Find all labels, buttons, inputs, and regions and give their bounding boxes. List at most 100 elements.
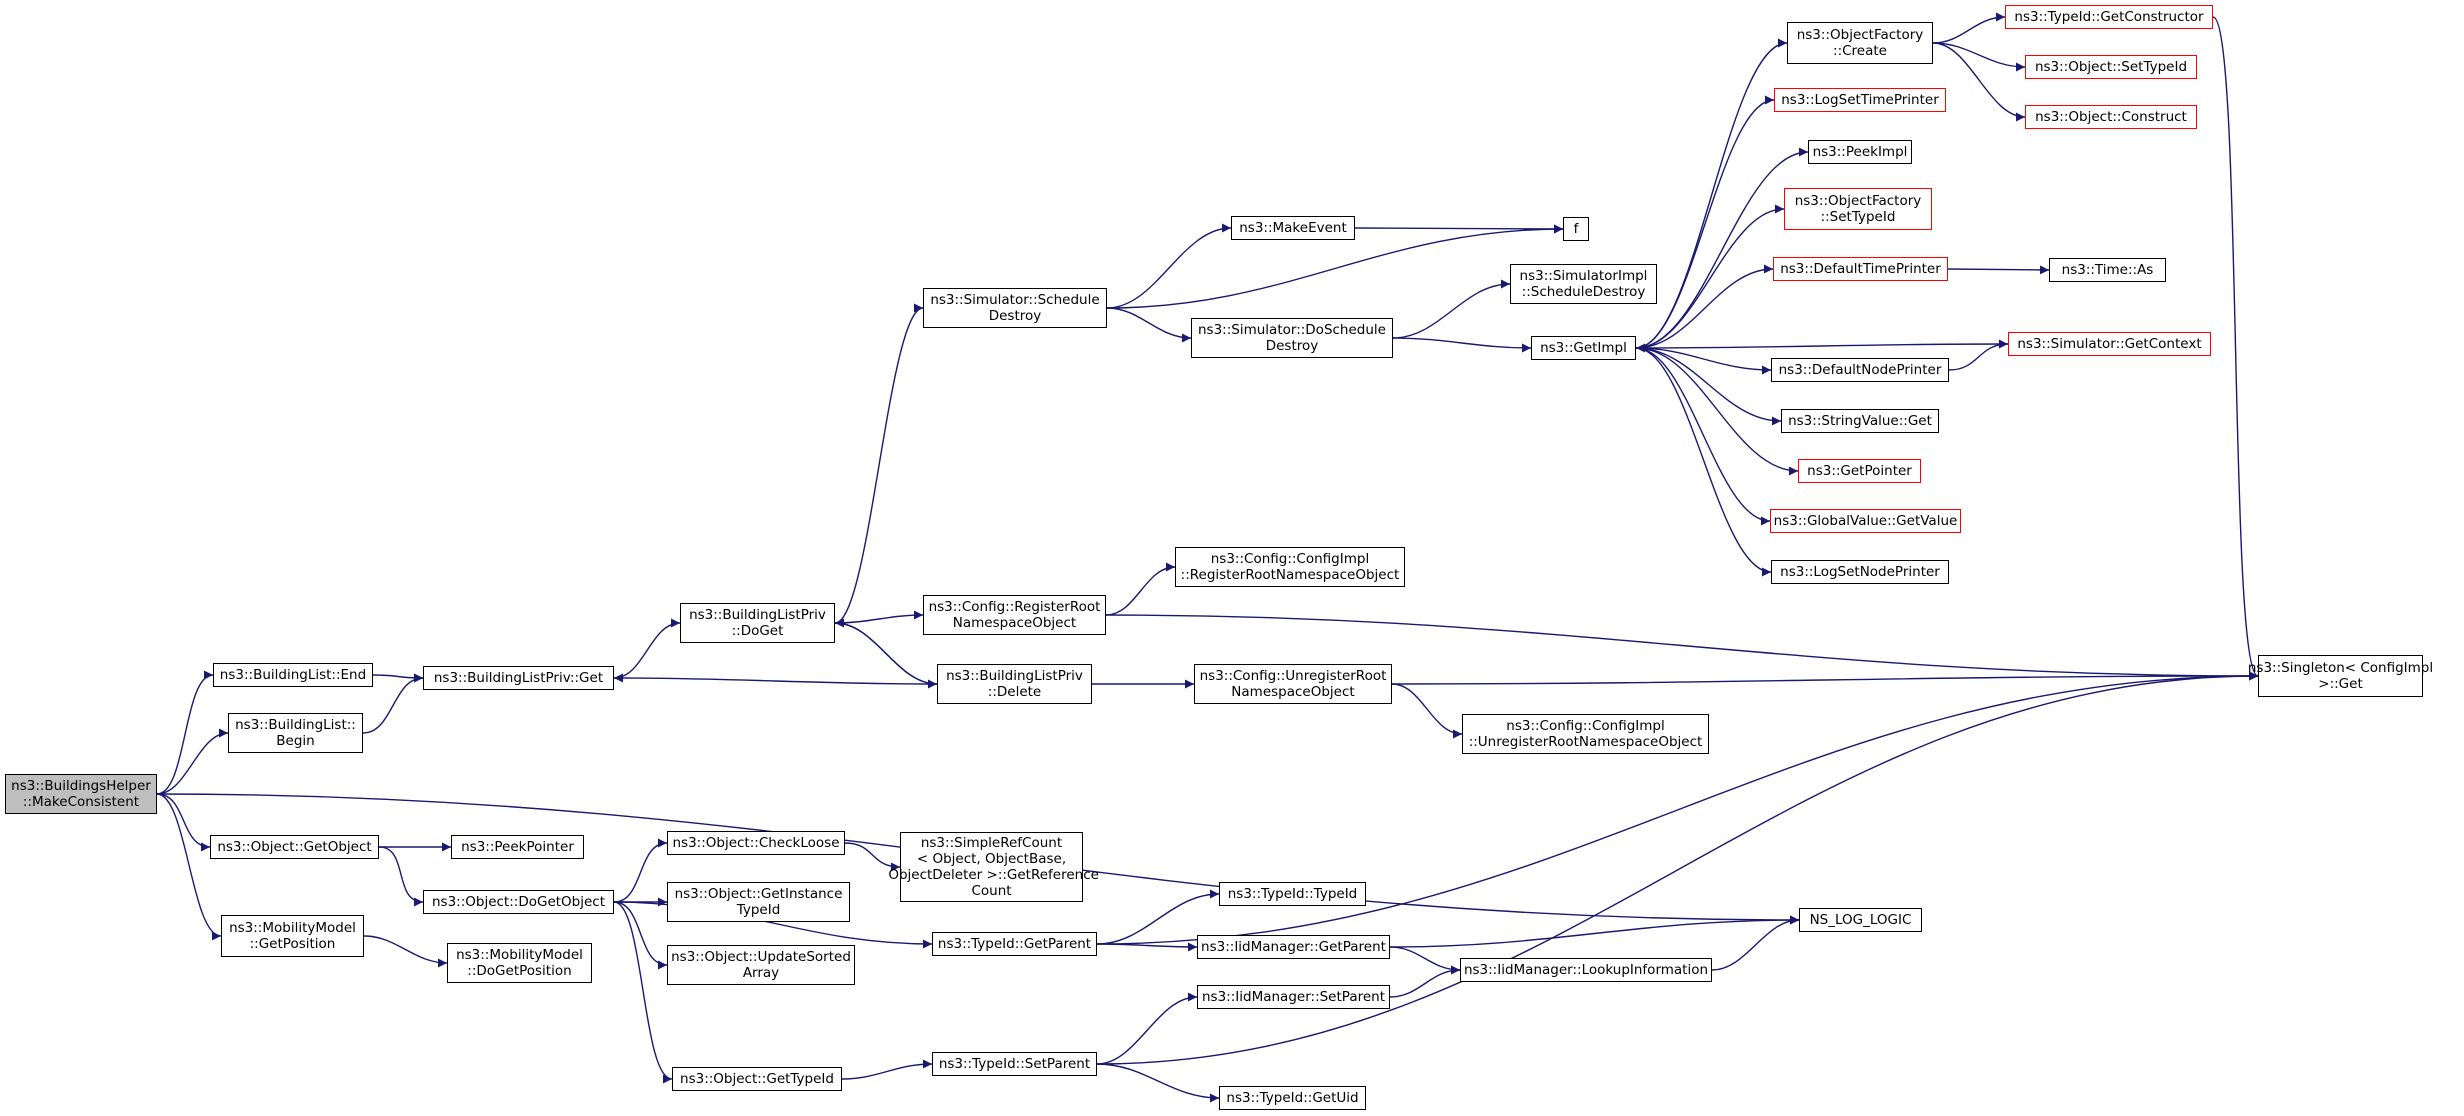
graph-node-n40[interactable]: ns3::TypeId::SetParent xyxy=(932,1052,1097,1076)
graph-node-n1[interactable]: ns3::BuildingList::End xyxy=(213,663,373,687)
graph-node-n22[interactable]: ns3::Simulator::GetContext xyxy=(2008,332,2211,356)
graph-node-n24[interactable]: ns3::StringValue::Get xyxy=(1781,409,1939,433)
graph-node-n36[interactable]: ns3::SimpleRefCount < Object, ObjectBase… xyxy=(888,832,1099,902)
graph-node-n13[interactable]: ns3::ObjectFactory ::Create xyxy=(1787,22,1933,64)
edge-n12-n24 xyxy=(1635,347,1782,426)
edge-n34-n38 xyxy=(613,901,668,970)
edge-n8-n9 xyxy=(1354,224,1564,234)
graph-node-n34[interactable]: ns3::Object::DoGetObject xyxy=(423,890,614,914)
graph-node-n37[interactable]: ns3::Object::GetInstance TypeId xyxy=(667,882,850,922)
edge-n20-n21 xyxy=(1947,265,2050,275)
graph-node-n3[interactable]: ns3::BuildingListPriv ::DoGet xyxy=(680,603,835,643)
edge-n34-n39 xyxy=(613,901,673,1084)
graph-node-n29[interactable]: ns3::Config::UnregisterRoot NamespaceObj… xyxy=(1194,664,1392,704)
edge-n13-n16 xyxy=(1932,42,2026,122)
edge-n14-n6 xyxy=(2212,16,2259,681)
edge-n7-n10 xyxy=(1106,307,1192,343)
graph-node-n17[interactable]: ns3::LogSetTimePrinter xyxy=(1774,88,1946,112)
graph-node-n19[interactable]: ns3::ObjectFactory ::SetTypeId xyxy=(1784,188,1932,230)
edge-n35-n36 xyxy=(844,842,901,872)
edge-n28-n2 xyxy=(613,673,938,685)
edge-n0-n48 xyxy=(156,793,222,941)
graph-node-n20[interactable]: ns3::DefaultTimePrinter xyxy=(1773,257,1948,281)
edge-n12-n26 xyxy=(1635,347,1771,526)
edge-n12-n20 xyxy=(1635,264,1774,349)
graph-node-n2[interactable]: ns3::BuildingListPriv::Get xyxy=(423,666,614,690)
edge-n22-n12 xyxy=(1635,343,2009,353)
graph-node-n39[interactable]: ns3::Object::GetTypeId xyxy=(672,1067,842,1091)
graph-node-n33[interactable]: ns3::PeekPointer xyxy=(451,835,584,859)
edge-n32-n34 xyxy=(378,846,424,907)
edge-n12-n27 xyxy=(1635,347,1772,577)
edge-n0-n31 xyxy=(156,728,229,795)
graph-node-n8[interactable]: ns3::MakeEvent xyxy=(1231,216,1355,240)
edge-n4-n6 xyxy=(1105,614,2259,681)
edge-n12-n17 xyxy=(1635,95,1775,349)
graph-node-n14[interactable]: ns3::TypeId::GetConstructor xyxy=(2005,5,2213,29)
graph-node-n0[interactable]: ns3::BuildingsHelper ::MakeConsistent xyxy=(5,774,157,814)
edge-n48-n49 xyxy=(363,935,448,968)
graph-node-n46[interactable]: ns3::TypeId::TypeId xyxy=(1219,882,1366,906)
graph-node-n7[interactable]: ns3::Simulator::Schedule Destroy xyxy=(923,288,1107,328)
graph-node-n27[interactable]: ns3::LogSetNodePrinter xyxy=(1771,560,1949,584)
graph-node-n11[interactable]: ns3::SimulatorImpl ::ScheduleDestroy xyxy=(1510,264,1657,304)
edge-n42-n43 xyxy=(1711,915,1800,971)
edge-n45-n6 xyxy=(1096,671,2259,945)
graph-node-n6[interactable]: ns3::Singleton< ConfigImpl >::Get xyxy=(2248,655,2433,697)
graph-node-n45[interactable]: ns3::TypeId::GetParent xyxy=(932,932,1097,956)
graph-node-n28[interactable]: ns3::BuildingListPriv ::Delete xyxy=(937,664,1092,704)
edge-n31-n2 xyxy=(362,673,424,734)
edge-n29-n6 xyxy=(1391,671,2259,685)
graph-node-n31[interactable]: ns3::BuildingList:: Begin xyxy=(228,713,363,753)
graph-node-n49[interactable]: ns3::MobilityModel ::DoGetPosition xyxy=(447,943,592,983)
graph-node-n44[interactable]: ns3::TypeId::GetUid xyxy=(1219,1086,1366,1110)
edge-n0-n32 xyxy=(156,793,211,852)
graph-node-n18[interactable]: ns3::PeekImpl xyxy=(1808,140,1912,164)
edge-n39-n40 xyxy=(841,1059,933,1080)
edge-n12-n19 xyxy=(1635,204,1785,349)
edge-n10-n12 xyxy=(1392,337,1532,353)
graph-node-n30[interactable]: ns3::Config::ConfigImpl ::UnregisterRoot… xyxy=(1462,714,1709,754)
graph-node-n25[interactable]: ns3::GetPointer xyxy=(1798,459,1921,483)
edge-n12-n18 xyxy=(1635,147,1809,349)
graph-node-n15[interactable]: ns3::Object::SetTypeId xyxy=(2025,55,2197,79)
edge-n3-n7 xyxy=(834,303,924,624)
graph-node-n41[interactable]: ns3::IidManager::SetParent xyxy=(1197,985,1390,1009)
edge-n47-n42 xyxy=(1389,946,1461,975)
edge-n47-n43 xyxy=(1389,915,1800,948)
edge-n12-n23 xyxy=(1635,347,1772,375)
edge-n4-n5 xyxy=(1105,562,1176,616)
graph-node-n5[interactable]: ns3::Config::ConfigImpl ::RegisterRootNa… xyxy=(1175,547,1405,587)
graph-node-n9[interactable]: f xyxy=(1563,217,1589,241)
graph-node-n47[interactable]: ns3::IidManager::GetParent xyxy=(1197,935,1390,959)
edge-n29-n30 xyxy=(1391,683,1463,739)
graph-node-n12[interactable]: ns3::GetImpl xyxy=(1531,336,1636,360)
graph-node-n26[interactable]: ns3::GlobalValue::GetValue xyxy=(1770,509,1961,533)
graph-node-n32[interactable]: ns3::Object::GetObject xyxy=(210,835,379,859)
graph-node-n42[interactable]: ns3::IidManager::LookupInformation xyxy=(1460,958,1712,982)
edge-n28-n3 xyxy=(834,618,938,685)
graph-node-n10[interactable]: ns3::Simulator::DoSchedule Destroy xyxy=(1191,318,1393,358)
graph-node-n38[interactable]: ns3::Object::UpdateSorted Array xyxy=(667,945,855,985)
edge-n40-n6 xyxy=(1096,671,2259,1065)
graph-node-n43[interactable]: NS_LOG_LOGIC xyxy=(1799,908,1922,932)
graph-node-n4[interactable]: ns3::Config::RegisterRoot NamespaceObjec… xyxy=(923,595,1106,635)
graph-node-n35[interactable]: ns3::Object::CheckLoose xyxy=(667,831,845,855)
edge-n7-n9 xyxy=(1106,224,1564,309)
edge-n3-n4 xyxy=(834,610,924,624)
edge-n40-n44 xyxy=(1096,1063,1220,1103)
edge-n13-n14 xyxy=(1932,12,2006,44)
edge-n23-n22 xyxy=(1948,339,2009,371)
edge-n0-n1 xyxy=(156,670,214,795)
edge-n1-n2 xyxy=(372,673,424,683)
graph-node-n21[interactable]: ns3::Time::As xyxy=(2049,258,2166,282)
edge-n7-n8 xyxy=(1106,223,1232,309)
graph-node-n16[interactable]: ns3::Object::Construct xyxy=(2025,105,2197,129)
edge-n12-n25 xyxy=(1635,347,1799,476)
graph-node-n23[interactable]: ns3::DefaultNodePrinter xyxy=(1771,358,1949,382)
edge-n34-n35 xyxy=(613,838,668,903)
edge-n40-n41 xyxy=(1096,992,1198,1065)
edge-n2-n3 xyxy=(613,618,681,679)
graph-node-n48[interactable]: ns3::MobilityModel ::GetPosition xyxy=(221,915,364,957)
